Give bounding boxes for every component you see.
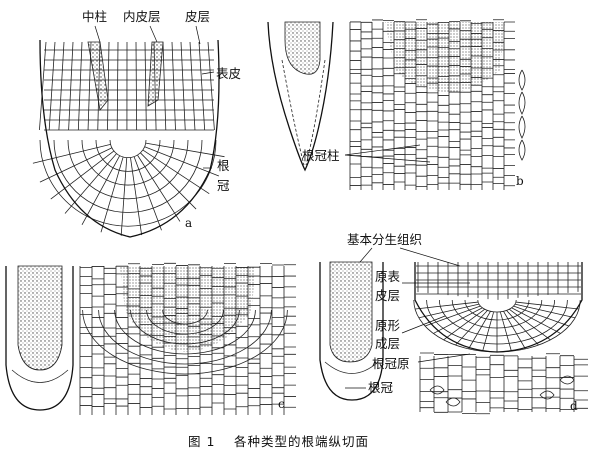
panel-c-dotted — [120, 266, 255, 352]
label-genguan: 根冠 — [368, 380, 394, 395]
panel-d-bottom-cells — [429, 375, 575, 407]
panel-d-sketch-stele — [329, 261, 373, 363]
label-genguanyuan: 根冠原 — [372, 356, 410, 371]
panel-b-sketch-stele — [284, 21, 321, 75]
panel-b-sketch-inner2 — [305, 59, 326, 166]
label-neipiceng: 内皮层 — [123, 9, 161, 24]
leader-jibenfensheng-2 — [399, 247, 461, 267]
panel-b-sketch-outline — [267, 21, 334, 172]
panel-d: 基本分生组织 原表 皮层 原形 成层 根冠原 根冠 d — [319, 232, 588, 415]
panel-d-cells — [413, 262, 588, 415]
label-yuanxing: 原形 — [375, 318, 401, 333]
label-gen: 根 — [217, 158, 230, 173]
panel-d-sketch-inner — [324, 361, 379, 374]
panel-a-cells — [32, 41, 225, 236]
leader-genguanzhu-2 — [344, 154, 431, 163]
leader-neipiceng — [149, 25, 158, 43]
panel-d-sketch-outline — [319, 262, 384, 401]
panel-b-sketch-inner — [281, 59, 305, 166]
panel-a-cap-radials — [32, 142, 225, 236]
panel-b-side-cells — [518, 69, 526, 161]
label-biaopi: 表皮 — [216, 66, 241, 81]
label-jibenfensheng: 基本分生组织 — [347, 232, 422, 247]
panel-d-lower-grid — [419, 352, 588, 415]
panel-b-dotted — [385, 22, 505, 93]
label-yuanbiao: 原表 — [375, 269, 401, 284]
leader-jibenfensheng — [359, 247, 373, 263]
label-genguanzhu: 根冠柱 — [302, 148, 340, 163]
panel-c: c — [5, 262, 296, 415]
figure-caption-text: 各种类型的根端纵切面 — [234, 434, 369, 449]
leader-piceng — [195, 25, 201, 45]
panel-a-columns — [39, 41, 215, 131]
figure-caption-number: 图 1 — [188, 434, 215, 449]
panel-a-cap-arcs — [39, 139, 217, 227]
panel-c-sketch-outline — [5, 266, 74, 411]
panel-a-stele — [87, 41, 109, 111]
leader-yuanxing — [401, 315, 446, 334]
leader-biaopi — [201, 71, 215, 75]
label-d: d — [570, 399, 578, 413]
panel-a-outline — [39, 39, 220, 238]
label-guan: 冠 — [217, 178, 230, 193]
panel-d-cap-cells — [413, 262, 581, 353]
leader-zhongzhu — [94, 25, 101, 43]
label-a: a — [185, 216, 192, 230]
panel-c-sketch-inner — [11, 369, 69, 383]
panel-c-sketch-stele — [17, 265, 63, 371]
panel-a-stele-right — [147, 41, 164, 107]
label-chengceng: 成层 — [375, 336, 400, 351]
label-zhongzhu: 中柱 — [82, 9, 107, 24]
panel-b: 根冠柱 b — [267, 19, 526, 190]
leader-genguanzhu — [344, 144, 421, 156]
panel-d-cap-outline — [414, 262, 583, 353]
label-piceng2: 皮层 — [375, 288, 400, 303]
label-c: c — [278, 397, 285, 411]
label-piceng: 皮层 — [185, 9, 210, 24]
label-b: b — [516, 174, 524, 188]
panel-a: 中柱 内皮层 皮层 表皮 根 冠 a — [32, 9, 241, 238]
leader-genguanyuan — [417, 353, 471, 363]
